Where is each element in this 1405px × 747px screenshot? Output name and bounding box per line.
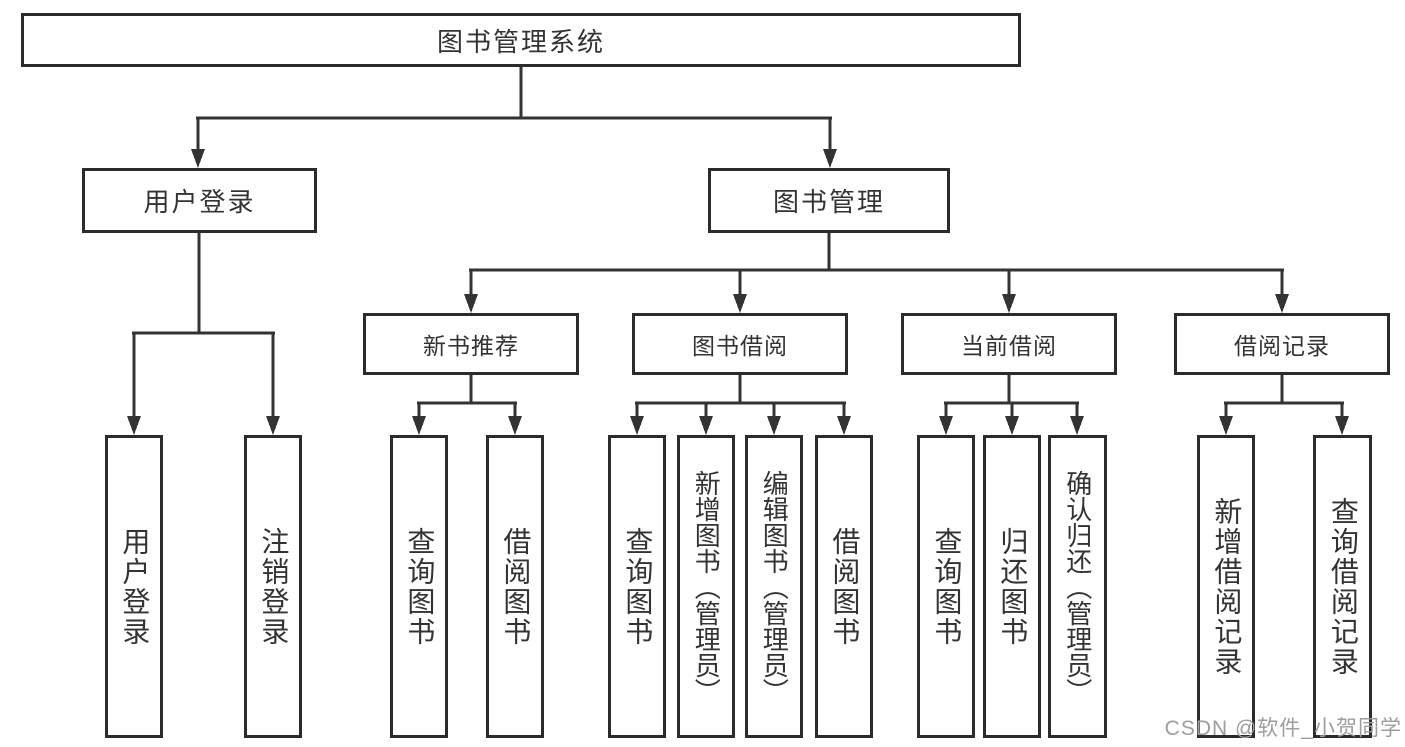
leaf-borrow-books-recommend: 借阅图书 — [486, 435, 544, 738]
arrow-head — [266, 416, 280, 435]
node-label: 编辑图书（管理员） — [759, 469, 790, 704]
node-label: 当前借阅 — [961, 333, 1057, 359]
leaf-confirm-return-admin: 确认归还（管理员） — [1048, 435, 1107, 738]
arrow-head — [1219, 416, 1233, 435]
arrow-head — [823, 149, 837, 168]
arrow-head — [464, 294, 478, 313]
leaf-user-login: 用户登录 — [105, 435, 163, 738]
node-label: 用户登录 — [143, 187, 256, 217]
node-label: 归还图书 — [997, 526, 1029, 647]
leaf-query-books-borrowing: 查询图书 — [608, 435, 666, 738]
leaf-query-books-recommend: 查询图书 — [390, 435, 448, 738]
arrow-head — [508, 416, 522, 435]
arrow-head — [191, 149, 205, 168]
node-label: 新增图书（管理员） — [691, 469, 722, 704]
node-label: 注销登录 — [258, 526, 290, 647]
leaf-query-borrow-record: 查询借阅记录 — [1313, 435, 1372, 738]
arrow-head — [1275, 294, 1289, 313]
leaf-edit-book-admin: 编辑图书（管理员） — [745, 435, 803, 738]
arrow-head — [733, 294, 747, 313]
arrow-head — [837, 416, 851, 435]
node-label: 图书管理系统 — [436, 26, 605, 57]
node-label: 查询图书 — [404, 526, 436, 647]
leaf-borrow-books-borrowing: 借阅图书 — [815, 435, 873, 738]
leaf-return-books: 归还图书 — [983, 435, 1041, 738]
arrow-head — [1005, 416, 1019, 435]
leaf-logout-login: 注销登录 — [244, 435, 302, 738]
node-book-borrowing: 图书借阅 — [632, 313, 848, 375]
node-borrowing-records: 借阅记录 — [1174, 313, 1390, 375]
node-label: 查询图书 — [931, 526, 963, 647]
node-label: 新增借阅记录 — [1211, 496, 1243, 677]
node-label: 图书借阅 — [692, 333, 788, 359]
node-new-book-recommendation: 新书推荐 — [363, 313, 579, 375]
node-label: 用户登录 — [119, 526, 151, 647]
watermark: CSDN @软件_小贺同学 — [1164, 717, 1402, 740]
leaf-add-borrow-record: 新增借阅记录 — [1197, 435, 1255, 738]
arrow-head — [939, 416, 953, 435]
node-current-borrowing: 当前借阅 — [901, 313, 1117, 375]
arrow-head — [630, 416, 644, 435]
node-label: 查询图书 — [622, 526, 654, 647]
node-label: 借阅记录 — [1234, 333, 1330, 359]
node-label: 图书管理 — [772, 187, 885, 217]
node-user-login: 用户登录 — [82, 168, 317, 233]
node-label: 确认归还（管理员） — [1062, 469, 1093, 704]
arrow-head — [1335, 416, 1349, 435]
arrow-head — [767, 416, 781, 435]
arrow-head — [1002, 294, 1016, 313]
arrow-head — [699, 416, 713, 435]
leaf-add-book-admin: 新增图书（管理员） — [677, 435, 735, 738]
node-label: 借阅图书 — [500, 526, 532, 647]
node-library-system: 图书管理系统 — [21, 13, 1021, 67]
arrow-head — [1070, 416, 1084, 435]
arrow-head — [127, 416, 141, 435]
leaf-query-books-current: 查询图书 — [917, 435, 975, 738]
node-label: 新书推荐 — [423, 333, 519, 359]
node-label: 借阅图书 — [829, 526, 861, 647]
node-label: 查询借阅记录 — [1327, 496, 1359, 677]
node-book-management: 图书管理 — [708, 168, 950, 233]
arrow-head — [412, 416, 426, 435]
